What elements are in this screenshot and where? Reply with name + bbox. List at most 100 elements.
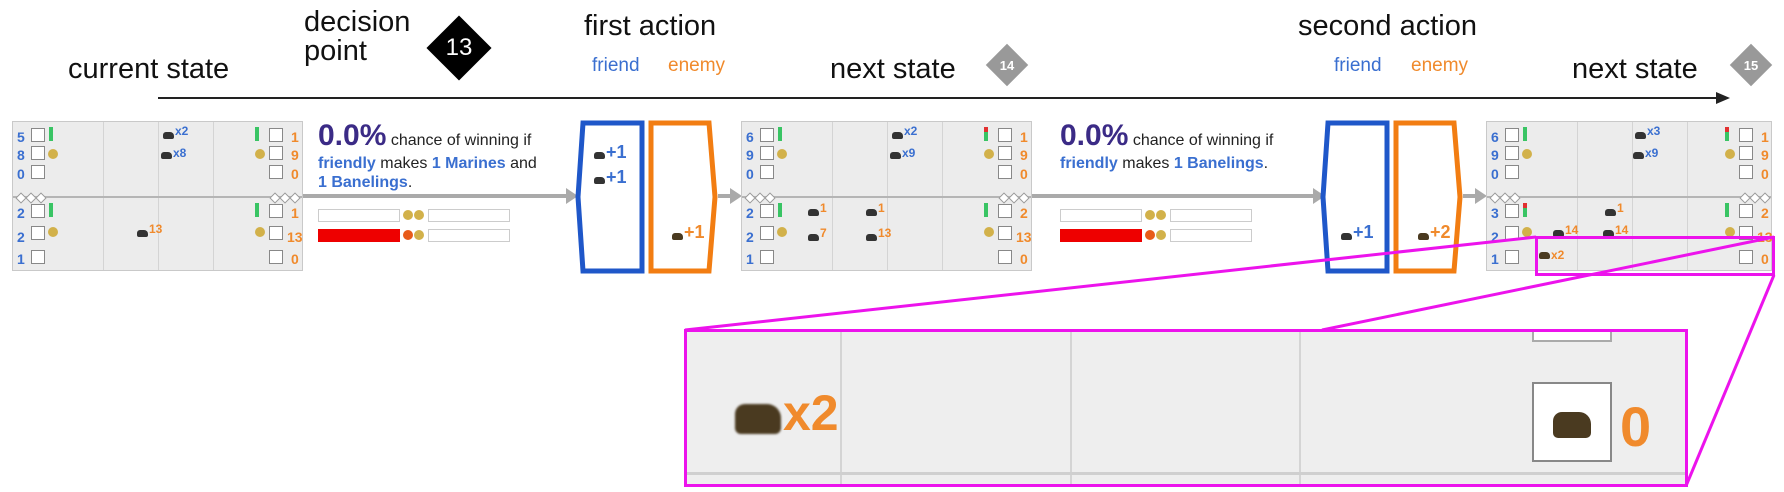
baneling-icon (48, 149, 58, 159)
marine-icon (672, 233, 683, 240)
flow-arrow (718, 194, 738, 198)
next-state-number-2: 15 (1743, 57, 1759, 73)
marine-icon (1603, 230, 1614, 237)
enemy-score-bar (1060, 229, 1142, 242)
first-action-enemy-box (648, 120, 718, 274)
baneling-icon (984, 227, 994, 237)
baneling-icon (777, 227, 787, 237)
building-icon (998, 204, 1012, 218)
health-bar (984, 203, 988, 217)
health-bar (255, 127, 259, 141)
marine-icon (808, 209, 819, 216)
baneling-icon (1156, 210, 1166, 220)
win-chance-text-1: 0.0% chance of winning if friendly makes… (318, 119, 537, 192)
health-bar (1523, 203, 1527, 217)
count: 0 (291, 251, 299, 267)
building-icon (760, 146, 774, 160)
building-icon (1739, 204, 1753, 218)
next-state-badge-2: 15 (1729, 43, 1773, 87)
building-icon (269, 226, 283, 240)
marine-icon (1553, 230, 1564, 237)
decision-point-label: decision point (304, 8, 434, 66)
marine-icon (1635, 132, 1646, 139)
baneling-icon (1522, 227, 1532, 237)
unit-count: 14 (1565, 223, 1579, 237)
count: 0 (1491, 166, 1499, 182)
unit-count: x9 (1645, 146, 1659, 160)
zoomed-region: x2 0 (684, 329, 1688, 487)
state-panel-next-1: 6 9 0 2 2 1 x2 x9 1 1 7 13 1 9 0 2 13 0 (741, 121, 1032, 271)
unit-count: 14 (1615, 223, 1629, 237)
building-icon (269, 250, 283, 264)
first-action-label: first action (584, 10, 717, 42)
count: 1 (1761, 129, 1769, 145)
building-icon (31, 250, 45, 264)
count: 1 (291, 205, 299, 221)
zoom-source-box (1535, 236, 1775, 276)
decision-number-badge: 13 (426, 15, 492, 81)
building-icon (1505, 250, 1519, 264)
current-state-label: current state (68, 53, 230, 85)
enemy-score-track (428, 209, 510, 222)
baneling-icon (255, 149, 265, 159)
count: 1 (17, 251, 25, 267)
count: 6 (746, 129, 754, 145)
count: 9 (746, 147, 754, 163)
unit-count: x2 (175, 124, 189, 138)
count: 2 (1491, 229, 1499, 245)
building-icon (1739, 146, 1753, 160)
marine-icon (161, 152, 172, 159)
building-icon (1505, 204, 1519, 218)
building-icon (760, 165, 774, 179)
building-icon (1532, 332, 1612, 342)
marine-icon (594, 152, 605, 159)
building-icon (760, 226, 774, 240)
marine-icon (866, 234, 877, 241)
count: 9 (291, 147, 299, 163)
count: 9 (1020, 147, 1028, 163)
health-bar (49, 127, 53, 141)
flow-arrow-head (1475, 188, 1487, 204)
first-action-friend-delta-2: +1 (606, 167, 627, 187)
first-action-friend-label: friend (592, 55, 640, 76)
building-icon (1505, 128, 1519, 142)
count: 1 (1020, 129, 1028, 145)
baneling-icon (48, 227, 58, 237)
health-bar (1725, 203, 1729, 217)
enemy-score-track-2 (1170, 229, 1252, 242)
next-state-label-2: next state (1572, 53, 1698, 85)
next-state-number-1: 14 (999, 57, 1015, 73)
marine-icon (163, 132, 174, 139)
count: 2 (1020, 205, 1028, 221)
first-action-friend-box (575, 120, 645, 274)
count: 13 (287, 229, 303, 245)
timeline-arrow (158, 97, 1718, 99)
health-bar (1725, 127, 1729, 141)
building-icon (998, 165, 1012, 179)
count: 9 (1761, 147, 1769, 163)
flow-arrow-head (566, 188, 578, 204)
baneling-icon (1156, 230, 1166, 240)
second-action-enemy-delta: +2 (1430, 222, 1451, 242)
count: 2 (17, 205, 25, 221)
marine-icon (1341, 233, 1352, 240)
unit-count: x8 (173, 146, 187, 160)
unit-count: 1 (820, 201, 827, 215)
health-bar (778, 203, 782, 217)
building-icon (1505, 146, 1519, 160)
baneling-icon (414, 210, 424, 220)
count: 0 (291, 166, 299, 182)
marine-icon (1605, 209, 1616, 216)
enemy-score-track (1170, 209, 1252, 222)
baneling-icon (1725, 227, 1735, 237)
decision-point-text: decision point (304, 6, 411, 67)
unit-count: x3 (1647, 124, 1661, 138)
next-state-badge-1: 14 (985, 43, 1029, 87)
building-icon (31, 146, 45, 160)
enemy-score-track-2 (428, 229, 510, 242)
building-icon (998, 128, 1012, 142)
baneling-icon (414, 230, 424, 240)
building-icon (1739, 128, 1753, 142)
win-percent: 0.0% (1060, 119, 1129, 152)
second-action-friend-label: friend (1334, 55, 1382, 76)
